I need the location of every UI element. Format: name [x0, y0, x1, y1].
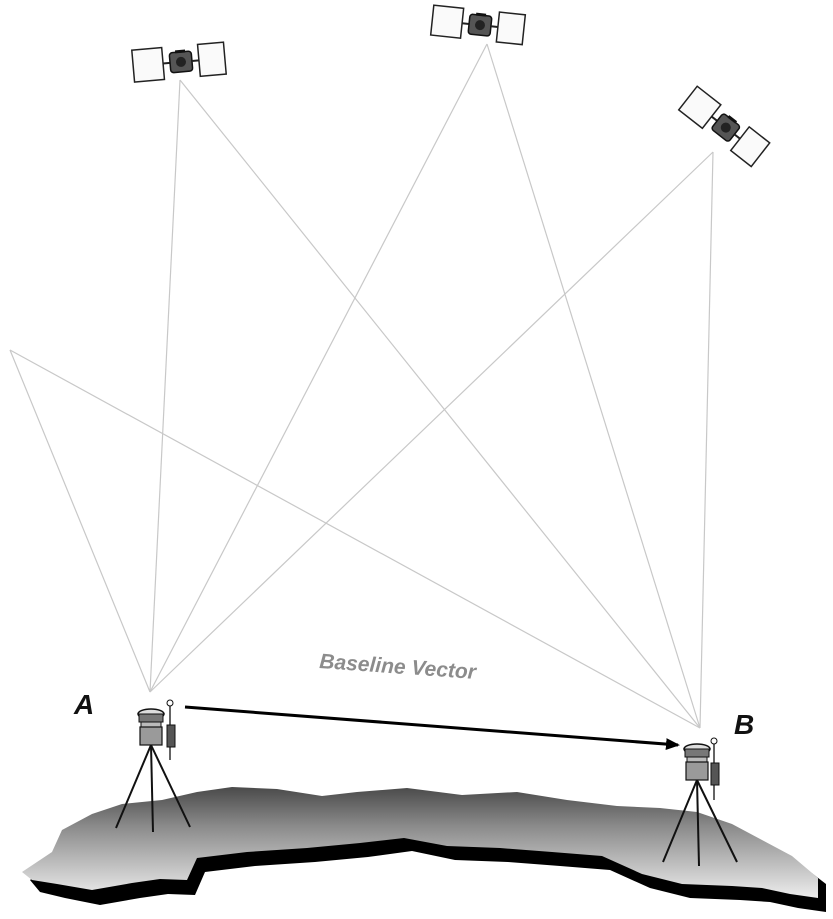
receiver-a-tripod-icon — [115, 699, 191, 833]
terrain-surface — [22, 787, 818, 898]
signal-line-sat4-b — [9, 349, 701, 729]
signal-lines — [9, 43, 714, 729]
point-b-label: B — [734, 709, 754, 740]
satellite-icon — [130, 41, 228, 83]
receiver-b-tripod-icon — [662, 737, 738, 867]
satellite-icon — [677, 85, 771, 168]
signal-line-sat1-b — [179, 79, 701, 729]
baseline-vector-arrow — [184, 705, 680, 751]
signal-line-sat2-b — [486, 43, 701, 729]
signal-line-sat2-a — [149, 43, 488, 693]
signal-line-sat1-a — [149, 79, 181, 693]
signal-line-sat3-b — [699, 151, 714, 729]
terrain — [22, 787, 826, 912]
point-a-label: A — [73, 689, 94, 720]
signal-line-sat3-a — [149, 151, 714, 693]
baseline-vector-label: Baseline Vector — [319, 650, 479, 684]
signal-line-sat4-a — [9, 349, 151, 693]
satellite-icon — [429, 4, 527, 46]
